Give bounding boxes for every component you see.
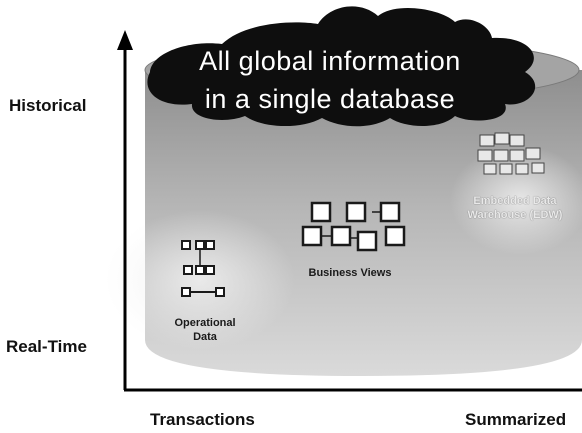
y-axis-top-label: Historical <box>9 96 87 115</box>
operational-data-label: Operational Data <box>160 316 250 344</box>
operational-data-label-line-1: Operational <box>174 317 236 329</box>
business-views-label: Business Views <box>308 267 392 279</box>
y-axis-bottom-label: Real-Time <box>6 337 87 356</box>
edw-grid-icon <box>477 132 545 175</box>
operational-data-icon <box>181 240 225 297</box>
headline-line-1: All global information <box>199 46 461 76</box>
headline-line-2: in a single database <box>204 84 456 114</box>
edw-label-line-2: Warehouse (EDW) <box>467 209 563 221</box>
cloud-shape <box>147 6 536 127</box>
y-axis-arrowhead-icon <box>117 30 133 50</box>
x-axis-right-label: Summarized <box>465 410 567 429</box>
edw-label-line-1: Embedded Data <box>473 195 557 207</box>
axes <box>117 30 582 392</box>
business-views-icon <box>301 201 406 252</box>
edw-label: Embedded Data Warehouse (EDW) <box>450 194 580 222</box>
operational-data-label-line-2: Data <box>193 331 217 343</box>
x-axis-left-label: Transactions <box>150 410 255 429</box>
